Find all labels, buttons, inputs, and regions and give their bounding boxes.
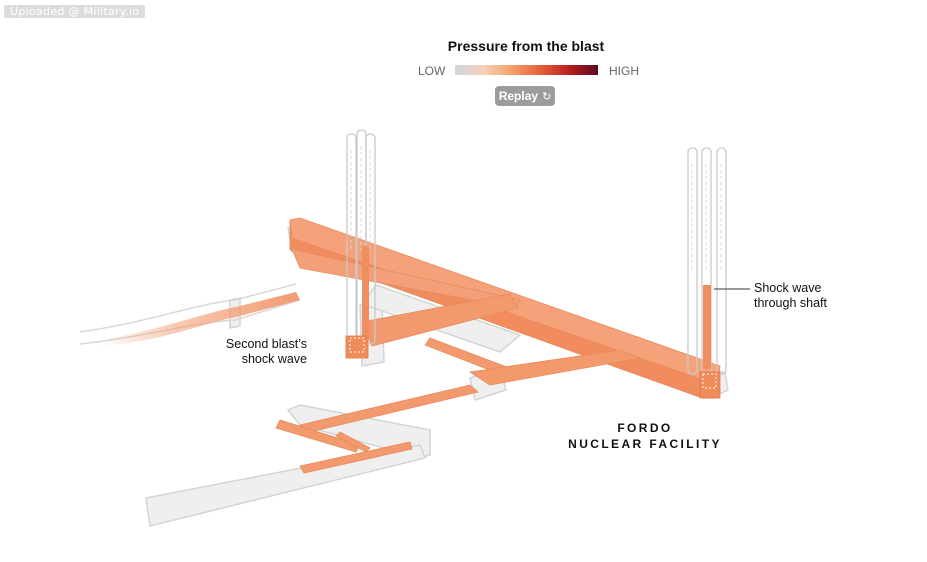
second-blast-label-line1: Second blast’s bbox=[225, 337, 307, 351]
cross-bar-lower bbox=[275, 419, 361, 453]
upper-branch bbox=[289, 243, 521, 309]
shaft-label-line1: Shock wave bbox=[754, 281, 822, 295]
replay-icon: ↻ bbox=[542, 90, 552, 103]
shaft-label-line2: through shaft bbox=[754, 296, 827, 310]
second-blast-label: Second blast’s shock wave bbox=[226, 337, 307, 367]
watermark: Uploaded @ Military.io bbox=[4, 5, 146, 18]
legend-title: Pressure from the blast bbox=[447, 38, 605, 54]
right-shaft-base bbox=[699, 371, 721, 399]
legend-low-label: LOW bbox=[418, 64, 446, 78]
entrance-shock-wave bbox=[100, 292, 300, 346]
pressure-tunnels bbox=[275, 217, 721, 474]
left-shaft-base bbox=[345, 335, 369, 359]
diagonal-spur bbox=[335, 431, 371, 453]
legend-gradient-bar bbox=[455, 65, 598, 75]
replay-button[interactable]: Replay ↻ bbox=[495, 86, 555, 106]
left-shaft-dashes bbox=[350, 146, 371, 250]
lower-spur bbox=[299, 441, 413, 474]
facility-name: FORDO NUCLEAR FACILITY bbox=[520, 420, 770, 452]
right-shaft-pressure bbox=[703, 285, 711, 369]
second-blast-label-line2: shock wave bbox=[241, 352, 307, 366]
facility-name-line2: NUCLEAR FACILITY bbox=[568, 437, 722, 451]
entrance-tunnel-ghost bbox=[79, 283, 301, 345]
left-shaft-pressure bbox=[362, 246, 369, 338]
replay-label: Replay bbox=[498, 89, 539, 103]
shaft-label: Shock wave through shaft bbox=[754, 281, 827, 311]
facility-name-line1: FORDO bbox=[617, 421, 673, 435]
legend-high-label: HIGH bbox=[609, 64, 639, 78]
lower-main bbox=[468, 349, 642, 386]
